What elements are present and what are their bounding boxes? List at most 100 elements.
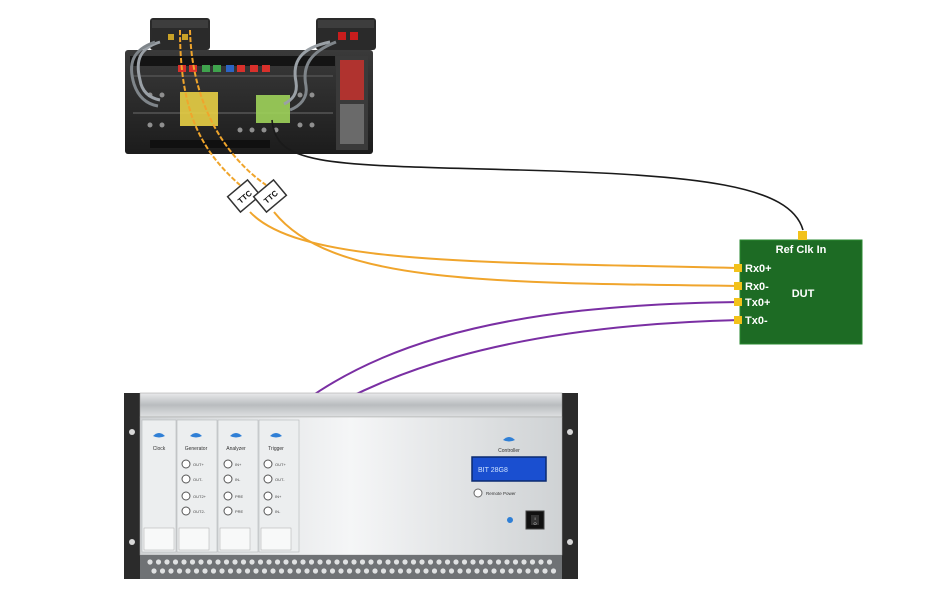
vent-hole <box>342 559 349 565</box>
vent-hole <box>419 559 425 565</box>
vent-hole <box>155 559 162 565</box>
vent-hole <box>159 568 166 574</box>
port-label-tx0-minus: Tx0- <box>745 315 768 327</box>
vent-hole <box>227 568 234 574</box>
oscilloscope-chassis-icon <box>125 40 373 154</box>
module-label: Trigger <box>268 446 284 452</box>
vent-hole <box>474 568 480 574</box>
vent-hole <box>504 559 510 565</box>
vent-hole <box>147 559 153 565</box>
port-label-rx0-plus: Rx0+ <box>745 263 772 275</box>
vent-hole <box>482 568 489 574</box>
vent-hole <box>414 568 421 574</box>
vent-hole <box>457 568 463 574</box>
ref-clock-cable <box>271 119 804 231</box>
vent-hole <box>444 559 451 565</box>
module-generator: Generator OUT+ OUT- OUT2+ OUT2- <box>176 419 218 553</box>
vent-hole <box>185 568 191 574</box>
vent-hole <box>266 559 272 565</box>
port-label: IN- <box>235 477 241 482</box>
module-label: Clock <box>153 446 166 452</box>
vent-hole <box>206 559 213 565</box>
port-label-rx0-minus: Rx0- <box>745 281 769 293</box>
logo-icon <box>503 437 515 442</box>
module-clock: Clock <box>141 419 177 553</box>
vent-hole <box>176 568 183 574</box>
vent-hole <box>448 568 455 574</box>
vent-hole <box>181 559 187 565</box>
vent-hole <box>295 568 302 574</box>
vent-hole <box>533 568 540 574</box>
vent-hole <box>512 559 519 565</box>
vent-hole <box>287 568 293 574</box>
vent-hole <box>164 559 170 565</box>
port-connector <box>734 316 742 324</box>
vent-hole <box>270 568 276 574</box>
vent-hole <box>393 559 400 565</box>
vent-hole <box>215 559 221 565</box>
port-label: IN+ <box>235 462 242 467</box>
vent-hole <box>189 559 196 565</box>
vent-hole <box>346 568 353 574</box>
dut-board: Ref Clk In DUT Rx0+ Rx0- Tx0+ Tx0- <box>734 231 863 345</box>
port-label: OUT+ <box>275 462 286 467</box>
vent-hole <box>363 568 370 574</box>
port-label: IN+ <box>275 494 282 499</box>
vent-hole <box>329 568 336 574</box>
vent-hole <box>249 559 255 565</box>
vent-hole <box>351 559 357 565</box>
vent-hole <box>372 568 378 574</box>
rx-cable-plus <box>249 211 741 269</box>
port-label: OUT+ <box>193 462 204 467</box>
port-label: IN- <box>275 509 281 514</box>
power-label: Remote Power <box>486 491 516 496</box>
vent-hole <box>521 559 527 565</box>
vent-hole <box>368 559 374 565</box>
vent-hole <box>491 568 497 574</box>
vent-hole <box>389 568 395 574</box>
power-button[interactable] <box>473 488 483 498</box>
port-label: OUT- <box>193 477 203 482</box>
port-label: OUT2+ <box>193 494 207 499</box>
vent-hole <box>550 568 557 574</box>
logo-icon <box>190 433 202 438</box>
power-switch-icon[interactable]: I O <box>525 510 545 530</box>
vent-hole <box>465 568 472 574</box>
vent-hole <box>529 559 536 565</box>
vent-hole <box>525 568 531 574</box>
port-label: PRE <box>235 494 244 499</box>
vent-hole <box>355 568 361 574</box>
vent-hole <box>283 559 289 565</box>
vent-hole <box>410 559 417 565</box>
bottom-instrument: Clock Generator OUT+ OUT- OUT2+ OUT2- An… <box>124 392 578 579</box>
led-icon <box>507 517 513 523</box>
rx-cable-upper-segment <box>189 29 267 186</box>
vent-hole <box>304 568 310 574</box>
port-connector <box>734 264 742 272</box>
vent-hole <box>172 559 179 565</box>
dut-title: DUT <box>792 288 815 300</box>
vent-hole <box>317 559 323 565</box>
vent-hole <box>198 559 204 565</box>
vent-hole <box>538 559 544 565</box>
vent-hole <box>470 559 476 565</box>
brand-label: Controller <box>498 448 520 454</box>
vent-hole <box>300 559 306 565</box>
port-connector <box>734 282 742 290</box>
vent-hole <box>291 559 298 565</box>
vent-hole <box>338 568 344 574</box>
vent-hole <box>499 568 506 574</box>
vent-hole <box>223 559 230 565</box>
vent-hole <box>236 568 242 574</box>
rx-cable-minus <box>273 211 741 287</box>
vent-hole <box>193 568 200 574</box>
lcd-text: BIT 28G8 <box>478 467 508 474</box>
vent-hole <box>436 559 442 565</box>
vent-hole <box>253 568 259 574</box>
vent-hole <box>542 568 548 574</box>
vent-hole <box>487 559 493 565</box>
logo-icon <box>270 433 282 438</box>
svg-text:O: O <box>533 521 536 526</box>
vent-hole <box>516 568 523 574</box>
